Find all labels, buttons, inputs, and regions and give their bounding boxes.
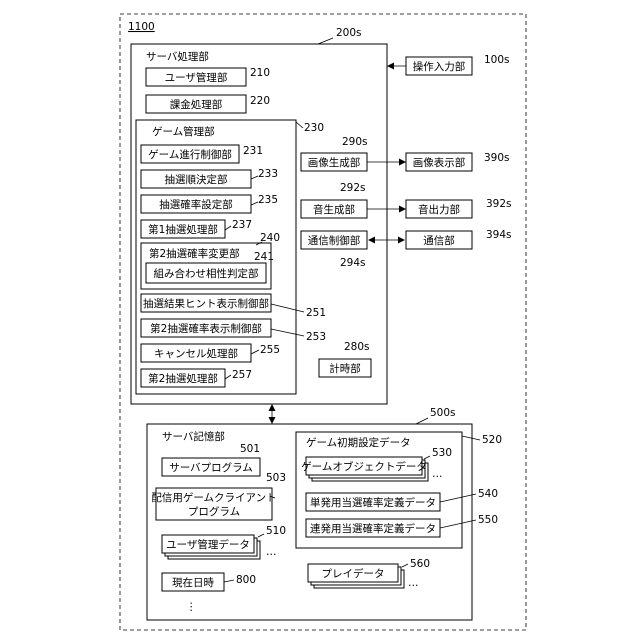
prob-change-label: 第2抽選確率変更部 [149, 247, 240, 260]
user-data-ref: 510 [266, 525, 286, 537]
prob-display-ref: 253 [306, 331, 326, 343]
prob-change-ref: 240 [260, 232, 280, 244]
object-data-ellipsis: … [432, 468, 443, 480]
first-lottery-ref: 237 [232, 219, 252, 231]
progress-ref: 231 [243, 145, 263, 157]
second-lottery-ref: 257 [232, 369, 252, 381]
image-gen-label: 画像生成部 [308, 156, 361, 169]
client-program-line1: 配信用ゲームクライアント [151, 492, 276, 504]
billing-ref: 220 [250, 95, 270, 107]
user-mgmt-label: ユーザ管理部 [165, 71, 228, 84]
multi-prob-label: 連発用当選確率定義データ [310, 522, 436, 535]
user-data-ellipsis: … [266, 546, 277, 558]
server-program-label: サーバプログラム [169, 461, 253, 474]
user-data-label: ユーザ管理データ [166, 538, 250, 551]
single-prob-label: 単発用当選確率定義データ [310, 496, 436, 509]
comm-label: 通信部 [423, 234, 455, 247]
server-storage-title: サーバ記憶部 [162, 430, 225, 443]
hint-ref: 251 [306, 307, 326, 319]
game-mgmt-title: ゲーム管理部 [152, 125, 215, 138]
object-data-ref: 530 [432, 447, 452, 459]
prob-display-label: 第2抽選確率表示制御部 [150, 322, 262, 335]
server-processing-ref: 200s [336, 27, 362, 39]
multi-prob-ref: 550 [478, 514, 498, 526]
game-mgmt-ref: 230 [304, 122, 324, 134]
cancel-label: キャンセル処理部 [154, 347, 238, 360]
single-prob-ref: 540 [478, 488, 498, 500]
first-lottery-label: 第1抽選処理部 [148, 223, 218, 236]
image-display-label: 画像表示部 [413, 156, 466, 169]
billing-label: 課金処理部 [170, 98, 223, 111]
game-init-ref: 520 [482, 434, 502, 446]
sound-output-ref: 392s [486, 198, 512, 210]
sound-output-label: 音出力部 [418, 203, 460, 216]
play-data-ellipsis: … [408, 577, 419, 589]
play-data-label: プレイデータ [322, 567, 385, 580]
client-program-ref: 503 [266, 472, 286, 484]
sound-gen-ref: 292s [340, 182, 366, 194]
sound-gen-label: 音生成部 [313, 203, 355, 216]
server-processing-title: サーバ処理部 [146, 50, 209, 63]
comm-ctrl-ref: 294s [340, 257, 366, 269]
image-display-ref: 390s [484, 152, 510, 164]
prob-setting-label: 抽選確率設定部 [159, 198, 233, 211]
figure-number: 1100 [128, 21, 155, 33]
user-mgmt-ref: 210 [250, 67, 270, 79]
client-program-line2: プログラム [188, 505, 240, 518]
hint-label: 抽選結果ヒント表示制御部 [143, 297, 269, 310]
object-data-label: ゲームオブジェクトデータ [301, 460, 427, 473]
cancel-ref: 255 [260, 344, 280, 356]
current-datetime-ref: 800 [236, 574, 256, 586]
play-data-ref: 560 [410, 558, 430, 570]
server-program-ref: 501 [240, 443, 260, 455]
image-gen-ref: 290s [342, 136, 368, 148]
order-ref: 233 [258, 168, 278, 180]
comm-ref: 394s [486, 229, 512, 241]
timer-ref: 280s [344, 341, 370, 353]
game-init-title: ゲーム初期設定データ [306, 436, 411, 449]
storage-vertical-ellipsis: ⋮ [186, 601, 197, 613]
order-label: 抽選順決定部 [165, 173, 228, 186]
current-datetime-label: 現在日時 [172, 577, 214, 589]
server-storage-ref: 500s [430, 407, 456, 419]
timer-label: 計時部 [329, 362, 361, 375]
combo-ref: 241 [254, 251, 274, 263]
progress-label: ゲーム進行制御部 [148, 148, 232, 161]
operation-input-label: 操作入力部 [413, 60, 466, 73]
prob-setting-ref: 235 [258, 194, 278, 206]
second-lottery-label: 第2抽選処理部 [148, 372, 218, 385]
comm-ctrl-label: 通信制御部 [308, 234, 361, 247]
operation-input-ref: 100s [484, 54, 510, 66]
combo-label: 組み合わせ相性判定部 [154, 267, 259, 280]
